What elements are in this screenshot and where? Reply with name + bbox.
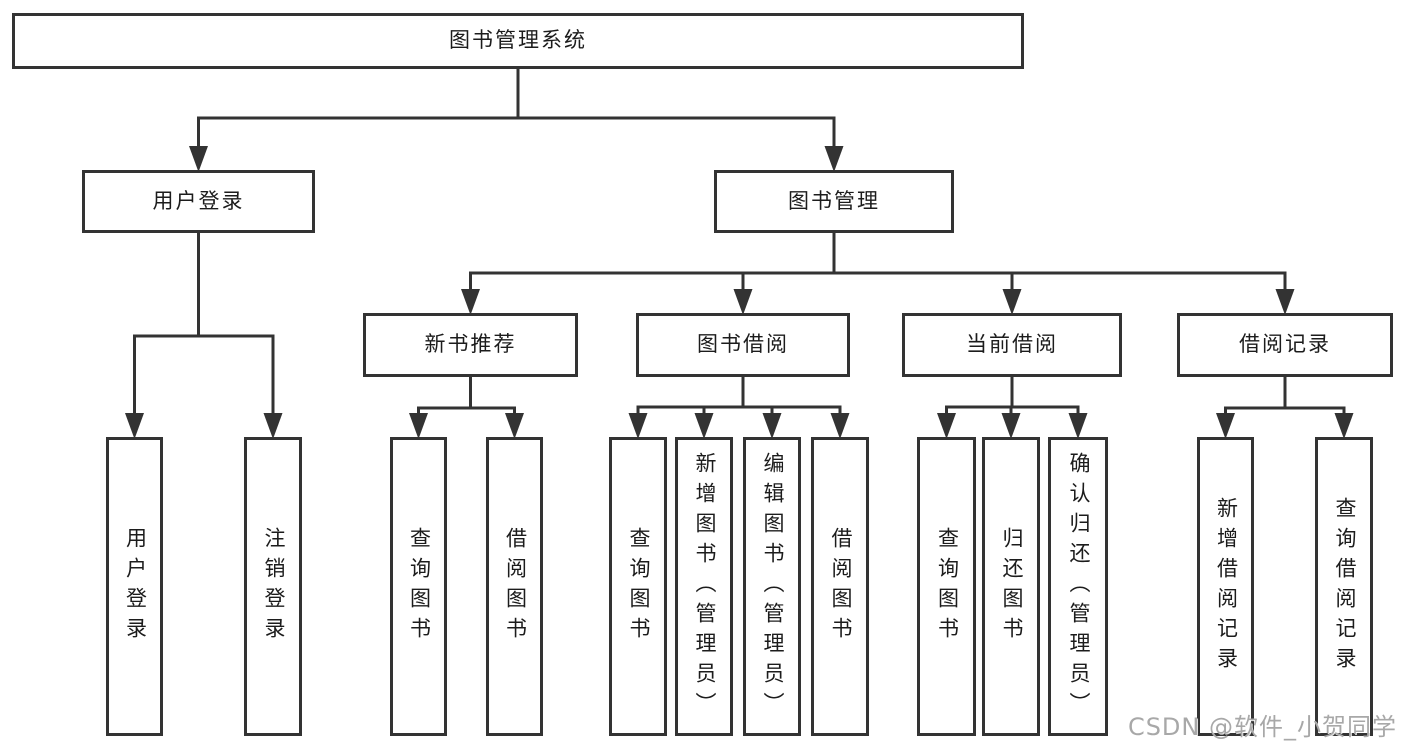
- node-leaf-borrow-book-1: 借阅图书: [486, 437, 543, 736]
- node-root: 图书管理系统: [12, 13, 1024, 69]
- node-label: 当前借阅: [966, 332, 1058, 357]
- node-label: 注销登录: [262, 526, 286, 647]
- node-label: 借阅图书: [503, 526, 528, 647]
- node-label: 借阅图书: [829, 526, 853, 647]
- node-leaf-query-book-1: 查询图书: [390, 437, 447, 736]
- node-leaf-query-book-2: 查询图书: [609, 437, 667, 736]
- node-leaf-query-book-3: 查询图书: [917, 437, 976, 736]
- node-label: 新增借阅记录: [1214, 496, 1239, 677]
- node-user-login: 用户登录: [82, 170, 315, 233]
- node-label: 新书推荐: [424, 332, 517, 357]
- node-label: 归还图书: [1000, 526, 1024, 647]
- node-current-borrow: 当前借阅: [902, 313, 1122, 377]
- node-book-mgmt: 图书管理: [714, 170, 954, 233]
- node-leaf-borrow-book-2: 借阅图书: [811, 437, 869, 736]
- node-label: 用户登录: [152, 188, 245, 213]
- node-label: 编辑图书（管理员）: [761, 451, 785, 722]
- node-leaf-return-book: 归还图书: [982, 437, 1040, 736]
- node-leaf-add-book: 新增图书（管理员）: [675, 437, 733, 736]
- node-label: 图书借阅: [697, 332, 789, 357]
- node-label: 确认归还（管理员）: [1067, 451, 1091, 722]
- node-new-book-rec: 新书推荐: [363, 313, 578, 377]
- node-label: 查询图书: [935, 526, 960, 647]
- node-label: 用户登录: [123, 526, 148, 647]
- node-label: 借阅记录: [1239, 332, 1331, 357]
- node-label: 查询图书: [627, 526, 651, 647]
- node-leaf-logout: 注销登录: [244, 437, 302, 736]
- node-book-borrow: 图书借阅: [636, 313, 850, 377]
- node-label: 图书管理: [788, 188, 880, 213]
- watermark: CSDN @软件_小贺同学: [1127, 713, 1397, 741]
- node-leaf-add-borrow-record: 新增借阅记录: [1197, 437, 1254, 736]
- node-leaf-confirm-return: 确认归还（管理员）: [1048, 437, 1108, 736]
- node-leaf-edit-book: 编辑图书（管理员）: [743, 437, 801, 736]
- node-leaf-query-borrow-record: 查询借阅记录: [1315, 437, 1373, 736]
- node-leaf-user-login: 用户登录: [106, 437, 163, 736]
- node-borrow-record: 借阅记录: [1177, 313, 1393, 377]
- node-label: 查询图书: [407, 526, 432, 647]
- node-label: 查询借阅记录: [1333, 496, 1357, 677]
- node-label: 新增图书（管理员）: [693, 451, 717, 722]
- node-label: 图书管理系统: [449, 28, 587, 53]
